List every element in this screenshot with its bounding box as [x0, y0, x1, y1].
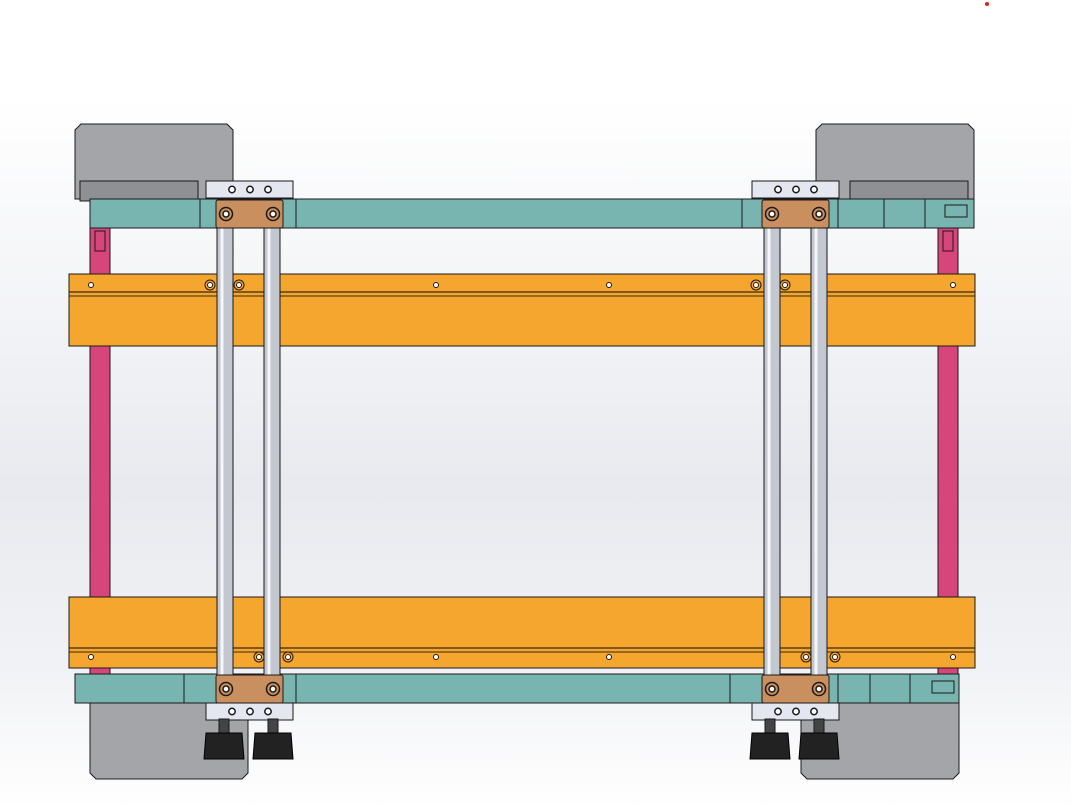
beam-hole	[950, 654, 956, 660]
status-indicator-dot	[985, 2, 989, 6]
rail-bottom-end-slot	[931, 680, 955, 694]
bracket-top-right	[751, 180, 840, 229]
adjustment-knob	[252, 718, 294, 760]
bracket-bottom-left-body	[215, 674, 284, 704]
bracket-bottom-right-bolt-hole	[815, 685, 823, 693]
bracket-top-right-plate-hole	[774, 185, 782, 194]
knob-grip	[749, 732, 791, 760]
knob-stem	[764, 718, 776, 734]
guide-rod	[810, 204, 828, 711]
motor-top-left-base	[79, 180, 199, 202]
bracket-bottom-right-plate-hole	[774, 707, 782, 716]
adjustment-knob	[798, 718, 840, 760]
bracket-bottom-right-plate-hole	[792, 707, 800, 716]
bracket-top-left-plate-hole	[264, 185, 272, 194]
guide-rod	[216, 204, 234, 711]
bracket-top-right-plate-hole	[792, 185, 800, 194]
beam-bolt-hole	[285, 654, 291, 660]
bracket-top-right-bolt-hole	[815, 210, 823, 218]
knob-stem	[813, 718, 825, 734]
rail-top-end-slot	[944, 204, 968, 218]
guide-rod	[263, 204, 281, 711]
post-left-slot	[94, 230, 106, 252]
beam-bolt-hole	[207, 282, 213, 288]
bracket-top-left	[205, 180, 294, 229]
bracket-bottom-right-body	[761, 674, 830, 704]
beam-hole	[433, 282, 439, 288]
bracket-top-right-body	[761, 199, 830, 229]
motor-top-right-base	[849, 180, 969, 202]
bracket-bottom-left	[205, 674, 294, 721]
bracket-top-left-plate-hole	[228, 185, 236, 194]
beam-hole	[88, 282, 94, 288]
bracket-bottom-right-bolt-hole	[768, 685, 776, 693]
bracket-top-left-body	[215, 199, 284, 229]
bracket-top-left-plate-hole	[246, 185, 254, 194]
bracket-top-left-bolt-hole	[269, 210, 277, 218]
bracket-bottom-left-plate-hole	[264, 707, 272, 716]
beam-hole	[606, 282, 612, 288]
beam-hole	[950, 282, 956, 288]
beam-bolt-hole	[782, 282, 788, 288]
cad-assembly-drawing	[68, 123, 976, 780]
guide-rod-body	[763, 204, 781, 711]
beam-bolt-hole	[236, 282, 242, 288]
knob-grip	[798, 732, 840, 760]
adjustment-knob	[203, 718, 245, 760]
beam-hole	[433, 654, 439, 660]
guide-rod	[763, 204, 781, 711]
beam-bolt-hole	[803, 654, 809, 660]
knob-stem	[267, 718, 279, 734]
bracket-top-right-bolt-hole	[768, 210, 776, 218]
adjustment-knob	[749, 718, 791, 760]
knob-grip	[252, 732, 294, 760]
beam-hole	[606, 654, 612, 660]
bracket-bottom-left-bolt-hole	[222, 685, 230, 693]
knob-grip	[203, 732, 245, 760]
beam-bolt-hole	[832, 654, 838, 660]
beam-bolt-hole	[753, 282, 759, 288]
bracket-top-right-plate-hole	[810, 185, 818, 194]
bracket-bottom-left-bolt-hole	[269, 685, 277, 693]
bracket-bottom-right-plate-hole	[810, 707, 818, 716]
bracket-bottom-left-plate-hole	[246, 707, 254, 716]
cad-viewport[interactable]	[0, 95, 1071, 808]
beam-hole	[88, 654, 94, 660]
post-right-slot	[942, 230, 954, 252]
guide-rod-body	[810, 204, 828, 711]
bracket-bottom-right	[751, 674, 840, 721]
beam-bolt-hole	[256, 654, 262, 660]
guide-rod-body	[263, 204, 281, 711]
bracket-bottom-left-plate-hole	[228, 707, 236, 716]
knob-stem	[218, 718, 230, 734]
guide-rod-body	[216, 204, 234, 711]
bracket-top-left-bolt-hole	[222, 210, 230, 218]
